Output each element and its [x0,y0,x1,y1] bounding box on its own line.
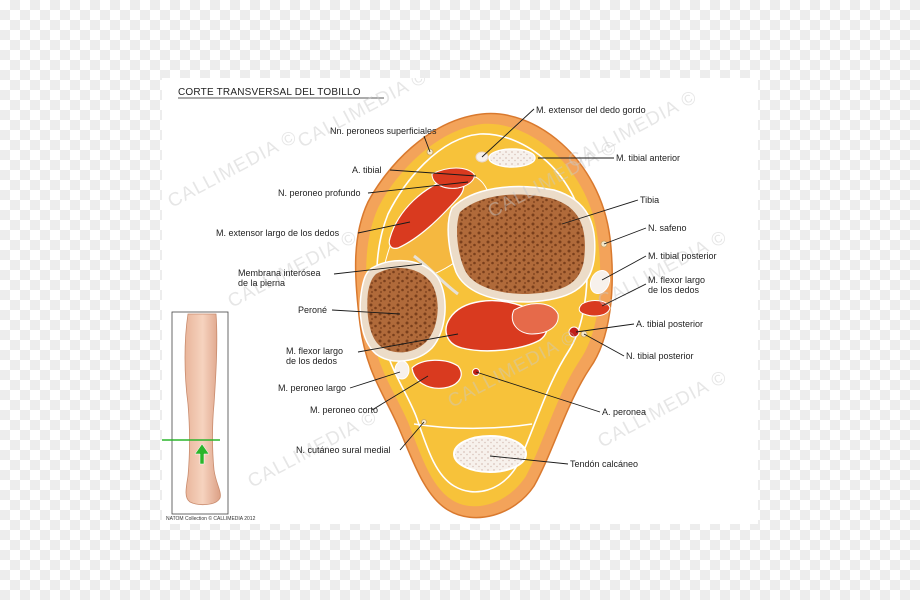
watermark-text: CALLIMEDIA © [164,127,300,213]
leader-flexor-right [601,283,647,307]
label-m-flexor-largo-dedos-right: M. flexor largo [648,275,705,285]
leader-lines [331,108,647,465]
label-m-extensor-dedo-gordo: M. extensor del dedo gordo [536,105,646,115]
label-n-safeno: N. safeno [648,223,687,233]
leg-illustration [184,313,221,506]
m-tibial-posterior-shape [511,303,559,335]
posterior-septum [413,423,533,430]
label-m-tibial-posterior: M. tibial posterior [648,251,717,261]
leader-tibial-posterior [601,255,647,281]
leader-a-tibial-posterior [575,323,635,333]
leader-n-safeno [603,227,647,245]
label-perone: Peroné [298,305,327,315]
label-n-cutaneo-sural-medial: N. cutáneo sural medial [296,445,391,455]
leader-membrana [333,263,423,275]
label-m-flexor-largo-dedos-left: M. flexor largo [286,346,343,356]
ankle-cross-section-diagram: CORTE TRANSVERSAL DEL TOBILLO [162,78,731,522]
m-peroneo-largo-tendon [394,360,410,380]
label-membrana-interosea: Membrana interósea [238,268,321,278]
label-layer: M. extensor del dedo gordo Nn. peroneos … [216,105,717,469]
label-m-extensor-largo-dedos: M. extensor largo de los dedos [216,228,340,238]
label-membrana-interosea-line2: de la pierna [238,278,285,288]
tibia-spongy [457,194,585,294]
leader-peroneo-largo [349,371,401,389]
m-tibial-posterior-tendon [589,269,611,295]
leader-a-tibial [389,169,477,177]
leader-a-peronea [475,371,601,413]
diagram-panel: CORTE TRANSVERSAL DEL TOBILLO [162,78,758,524]
m-extensor-largo-dedos-shape [388,177,465,249]
tendon-calcaneo-shape [453,435,527,473]
label-m-flexor-largo-dedos-left-line2: de los dedos [286,356,338,366]
leader-cutaneo-sural [399,421,425,451]
leader-perone [331,309,401,315]
diagram-title: CORTE TRANSVERSAL DEL TOBILLO [178,87,361,98]
leg-inset [162,311,229,515]
credit-text: NATOM Collection © CALLIMEDIA 2012 [166,515,256,522]
label-a-tibial: A. tibial [352,165,382,175]
fibula-spongy [367,268,438,353]
leader-flexor-left [357,333,459,353]
cut-level-arrow [194,443,210,465]
label-tibia: Tibia [640,195,659,205]
label-n-tibial-posterior: N. tibial posterior [626,351,694,361]
leader-ext-largo-dedos [357,221,411,234]
leader-tibia [561,199,639,225]
m-tibial-anterior-tendon [488,148,536,168]
leader-n-peroneo-profundo [367,181,469,194]
label-m-peroneo-corto: M. peroneo corto [310,405,378,415]
label-a-peronea: A. peronea [602,407,646,417]
m-peroneo-shape [411,359,462,389]
leader-n-tibial-posterior [583,333,625,357]
label-m-peroneo-largo: M. peroneo largo [278,383,346,393]
leader-ext-dedo-gordo [481,108,535,158]
m-flexor-largo-dedos-right-shape [578,300,611,317]
label-tendon-calcaneo: Tendón calcáneo [570,459,638,469]
label-n-peroneo-profundo: N. peroneo profundo [278,188,361,198]
leader-peroneo-corto [371,375,429,411]
label-a-tibial-posterior: A. tibial posterior [636,319,703,329]
leader-tendon-calcaneo [489,455,569,465]
cross-section [354,112,613,519]
label-m-tibial-anterior: M. tibial anterior [616,153,680,163]
leader-nn-peroneos [423,135,431,153]
label-m-flexor-largo-dedos-right-line2: de los dedos [648,285,700,295]
label-nn-peroneos-superficiales: Nn. peroneos superficiales [330,126,437,136]
